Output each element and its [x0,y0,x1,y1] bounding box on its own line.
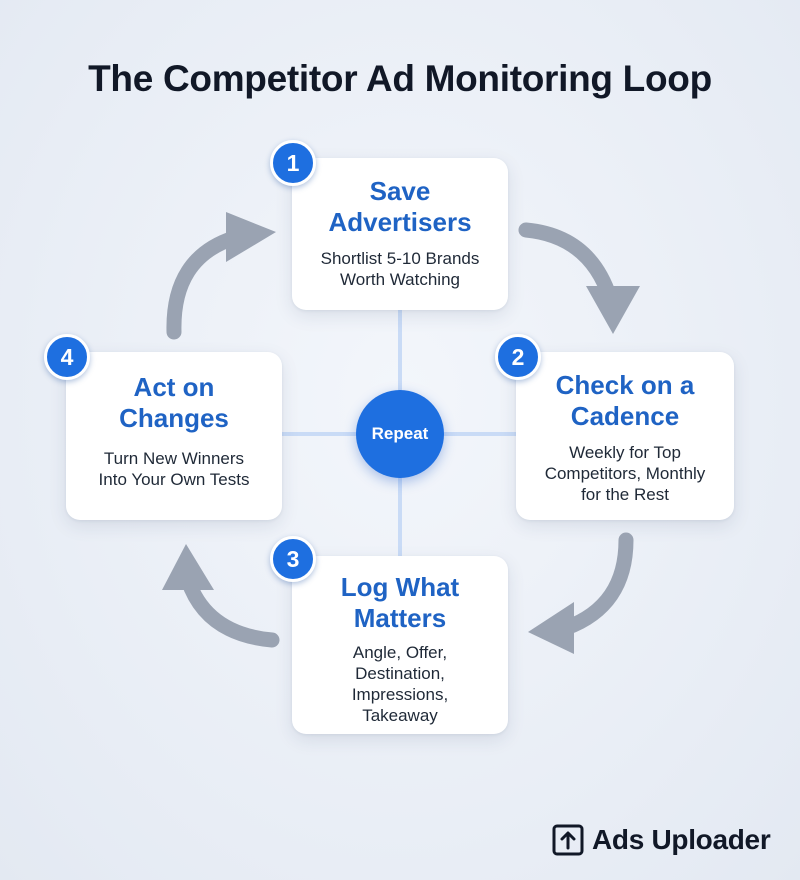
step-4-title: Act on Changes [119,372,229,433]
brand-logo: Ads Uploader [552,822,771,858]
step-4-badge: 4 [44,334,90,380]
step-3-description: Angle, Offer, Destination, Impressions, … [351,643,449,725]
arrow-step1-to-step2 [518,222,640,334]
step-card-1: Save Advertisers Shortlist 5-10 Brands W… [292,158,508,310]
step-3-badge: 3 [270,536,316,582]
arrow-step3-to-step4 [162,544,280,648]
diagram-title: The Competitor Ad Monitoring Loop [88,58,712,99]
upload-box-icon [552,824,584,856]
brand-name: Ads Uploader [592,824,771,855]
step-3-title: Log What Matters [340,572,460,633]
step-2-title: Check on a Cadence [555,370,695,431]
repeat-hub: Repeat [356,390,444,478]
arrow-step2-to-step3 [528,532,634,654]
step-1-description: Shortlist 5-10 Brands Worth Watching [320,249,480,289]
step-card-3: Log What Matters Angle, Offer, Destinati… [292,556,508,734]
step-1-title: Save Advertisers [328,176,472,237]
arrow-step4-to-step1 [166,212,276,340]
step-4-description: Turn New Winners Into Your Own Tests [98,449,250,489]
step-1-badge: 1 [270,140,316,186]
step-card-4: Act on Changes Turn New Winners Into You… [66,352,282,520]
step-2-description: Weekly for Top Competitors, Monthly for … [544,443,706,504]
step-card-2: Check on a Cadence Weekly for Top Compet… [516,352,734,520]
step-2-badge: 2 [495,334,541,380]
